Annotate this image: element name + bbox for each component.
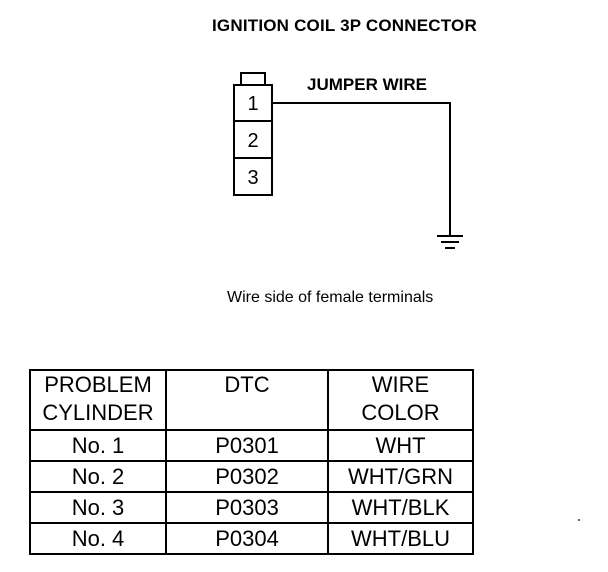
cylinder-cell: No. 4: [29, 522, 167, 555]
header-line: WIRE: [371, 372, 430, 397]
header-line: PROBLEM: [44, 372, 152, 397]
cylinder-cell: No. 2: [29, 460, 167, 493]
pin-2-label: 2: [247, 130, 258, 152]
dtc-table: PROBLEM CYLINDER DTC WIRE COLOR No. 1 P0…: [29, 369, 474, 555]
connector-diagram: 1 2 3: [233, 72, 463, 249]
table-row: No. 1 P0301 WHT: [29, 429, 474, 462]
table-header-row: PROBLEM CYLINDER DTC WIRE COLOR: [29, 369, 474, 431]
wire-color-cell: WHT/BLU: [327, 522, 474, 555]
wire-color-cell: WHT/GRN: [327, 460, 474, 493]
dtc-cell: P0304: [165, 522, 329, 555]
jumper-wire: [272, 102, 451, 236]
jumper-wire-label: JUMPER WIRE: [307, 75, 427, 94]
dtc-cell: P0301: [165, 429, 329, 462]
cylinder-cell: No. 1: [29, 429, 167, 462]
scan-speck: [578, 519, 580, 521]
pin-1-label: 1: [247, 93, 258, 115]
diagram-title: IGNITION COIL 3P CONNECTOR: [212, 16, 477, 35]
connector-latch: [240, 72, 266, 86]
header-line: CYLINDER: [42, 400, 154, 425]
header-dtc: DTC: [165, 369, 329, 431]
header-line: COLOR: [361, 400, 440, 425]
dtc-cell: P0303: [165, 491, 329, 524]
pin-3-label: 3: [247, 167, 258, 189]
header-problem-cylinder: PROBLEM CYLINDER: [29, 369, 167, 431]
cylinder-cell: No. 3: [29, 491, 167, 524]
table-row: No. 3 P0303 WHT/BLK: [29, 491, 474, 524]
dtc-cell: P0302: [165, 460, 329, 493]
terminal-side-caption: Wire side of female terminals: [227, 289, 434, 306]
ground-icon: [437, 235, 463, 249]
table-row: No. 4 P0304 WHT/BLU: [29, 522, 474, 555]
wire-color-cell: WHT/BLK: [327, 491, 474, 524]
header-line: DTC: [224, 372, 270, 397]
header-wire-color: WIRE COLOR: [327, 369, 474, 431]
wire-color-cell: WHT: [327, 429, 474, 462]
table-row: No. 2 P0302 WHT/GRN: [29, 460, 474, 493]
connector-body: [233, 84, 273, 196]
